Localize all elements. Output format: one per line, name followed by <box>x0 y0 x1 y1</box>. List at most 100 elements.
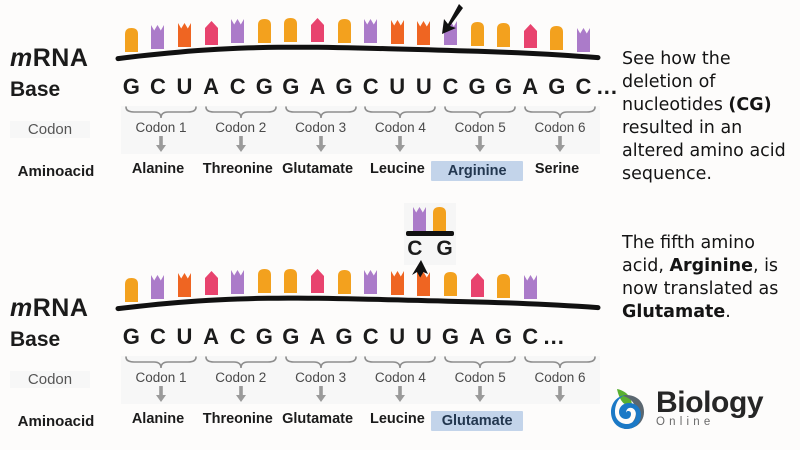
nucleotide-u <box>417 20 431 45</box>
logo-mark-icon <box>604 385 652 433</box>
codon-brace-icon <box>360 106 440 119</box>
codon-brace-icon <box>121 106 201 119</box>
base-letter: G <box>548 74 566 99</box>
translation-arrow-icon <box>201 386 281 404</box>
translation-arrow-icon <box>520 136 600 154</box>
base-letter: A <box>522 74 539 99</box>
base-letter: G <box>468 74 486 99</box>
nucleotide-u <box>417 271 431 296</box>
aminoacid-threonine: Threonine <box>202 411 273 427</box>
aminoacid-glutamate: Glutamate <box>282 411 354 427</box>
codon-label: Codon 6 <box>534 370 586 385</box>
codon-brace-icon <box>440 356 520 369</box>
nucleotide-a <box>470 272 484 297</box>
nucleotide-c <box>577 27 590 52</box>
codon-row-label: Codon <box>10 121 90 138</box>
aminoacid-row-label: Aminoacid <box>17 163 95 180</box>
body-text: See how the deletion of nucleotides <box>622 49 731 115</box>
base-letter: G <box>255 324 273 349</box>
nucleotide-u <box>178 22 191 47</box>
nucleotide-g <box>337 18 351 43</box>
biology-online-logo[interactable]: Biology Online <box>600 383 796 437</box>
logo-word-online: Online <box>656 416 715 428</box>
base-letter: C <box>522 324 539 349</box>
codon-group-5: Codon 5 <box>440 356 521 404</box>
codon-row-label-bottom: Codon <box>10 371 90 388</box>
codon-label: Codon 5 <box>454 120 506 135</box>
translation-arrow-icon <box>440 386 520 404</box>
nucleotide-c <box>231 19 245 44</box>
codon-group-5: Codon 5 <box>440 106 521 154</box>
fragment-nucleotide-g <box>433 207 446 231</box>
codon-label: Codon 2 <box>215 370 267 385</box>
base-letter: U <box>415 74 432 99</box>
body-text: . <box>725 302 731 322</box>
base-letter: G <box>495 74 513 99</box>
codon-group-6: Codon 6 <box>520 106 600 154</box>
body-text: , is now translated as <box>622 256 779 299</box>
nucleotide-g <box>284 269 298 294</box>
codon-brace-icon <box>440 106 520 119</box>
base-letter: U <box>389 74 406 99</box>
nucleotide-g <box>337 269 351 294</box>
aminoacid-alanine: Alanine <box>131 411 185 427</box>
base-letter: G <box>335 324 353 349</box>
base-letter: G <box>255 74 273 99</box>
aminoacid-glutamate: Glutamate <box>431 411 524 431</box>
nucleotide-a <box>311 18 324 43</box>
translation-arrow-icon <box>360 386 440 404</box>
base-row-label-bottom: Base <box>10 328 61 351</box>
fragment-nucleotide-c <box>413 207 426 231</box>
body-text: resulted in an altered amino acid sequen… <box>622 118 786 184</box>
nucleotide-g <box>257 269 271 294</box>
fragment-base-letter: G <box>436 237 453 260</box>
codon-label: Codon 3 <box>295 120 347 135</box>
nucleotide-g <box>257 18 271 43</box>
translation-arrow-icon <box>360 136 440 154</box>
nucleotide-u <box>178 273 191 298</box>
aminoacid-row-label-bottom: Aminoacid <box>17 413 95 430</box>
nucleotide-u <box>390 19 404 44</box>
codon-brace-icon <box>360 356 440 369</box>
nucleotide-c <box>231 270 245 295</box>
down-arrow-icon <box>439 2 467 41</box>
nucleotide-c <box>151 275 165 300</box>
fragment-nucleotides <box>404 203 456 235</box>
codon-group-3: Codon 3 <box>280 106 361 154</box>
base-letter: G <box>335 74 353 99</box>
aminoacid-alanine: Alanine <box>131 161 185 177</box>
base-letter: A <box>469 324 485 349</box>
emphasis-text: Glutamate <box>622 302 726 322</box>
mrna-strand-bottom <box>115 264 601 320</box>
codon-group-4: Codon 4 <box>360 106 441 154</box>
nucleotide-g <box>470 22 484 47</box>
nucleotide-a <box>204 271 218 296</box>
base-row-label: Base <box>10 78 61 101</box>
nucleotide-a <box>523 24 537 49</box>
base-letter: A <box>309 324 326 349</box>
base-letter: C <box>229 324 246 349</box>
base-letter: C <box>362 74 379 99</box>
codon-brace-icon <box>201 356 281 369</box>
fragment-backbone <box>406 231 454 236</box>
sequence-ellipsis: ... <box>596 74 619 99</box>
codon-brace-icon <box>201 106 281 119</box>
codon-group-2: Codon 2 <box>200 106 281 154</box>
translation-arrow-icon <box>201 136 281 154</box>
nucleotide-g <box>497 273 511 298</box>
aminoacid-leucine: Leucine <box>369 411 425 427</box>
nucleotide-c <box>151 25 165 50</box>
nucleotide-c <box>364 270 378 295</box>
codon-brace-icon <box>520 106 600 119</box>
base-letter: C <box>362 324 379 349</box>
base-letter: C <box>149 74 166 99</box>
logo-word-biology: Biology <box>656 386 764 419</box>
nucleotide-a <box>204 20 218 45</box>
codon-label: Codon 4 <box>374 120 426 135</box>
translation-arrow-icon <box>121 136 201 154</box>
base-letter: C <box>149 324 166 349</box>
nucleotide-g <box>284 18 298 43</box>
